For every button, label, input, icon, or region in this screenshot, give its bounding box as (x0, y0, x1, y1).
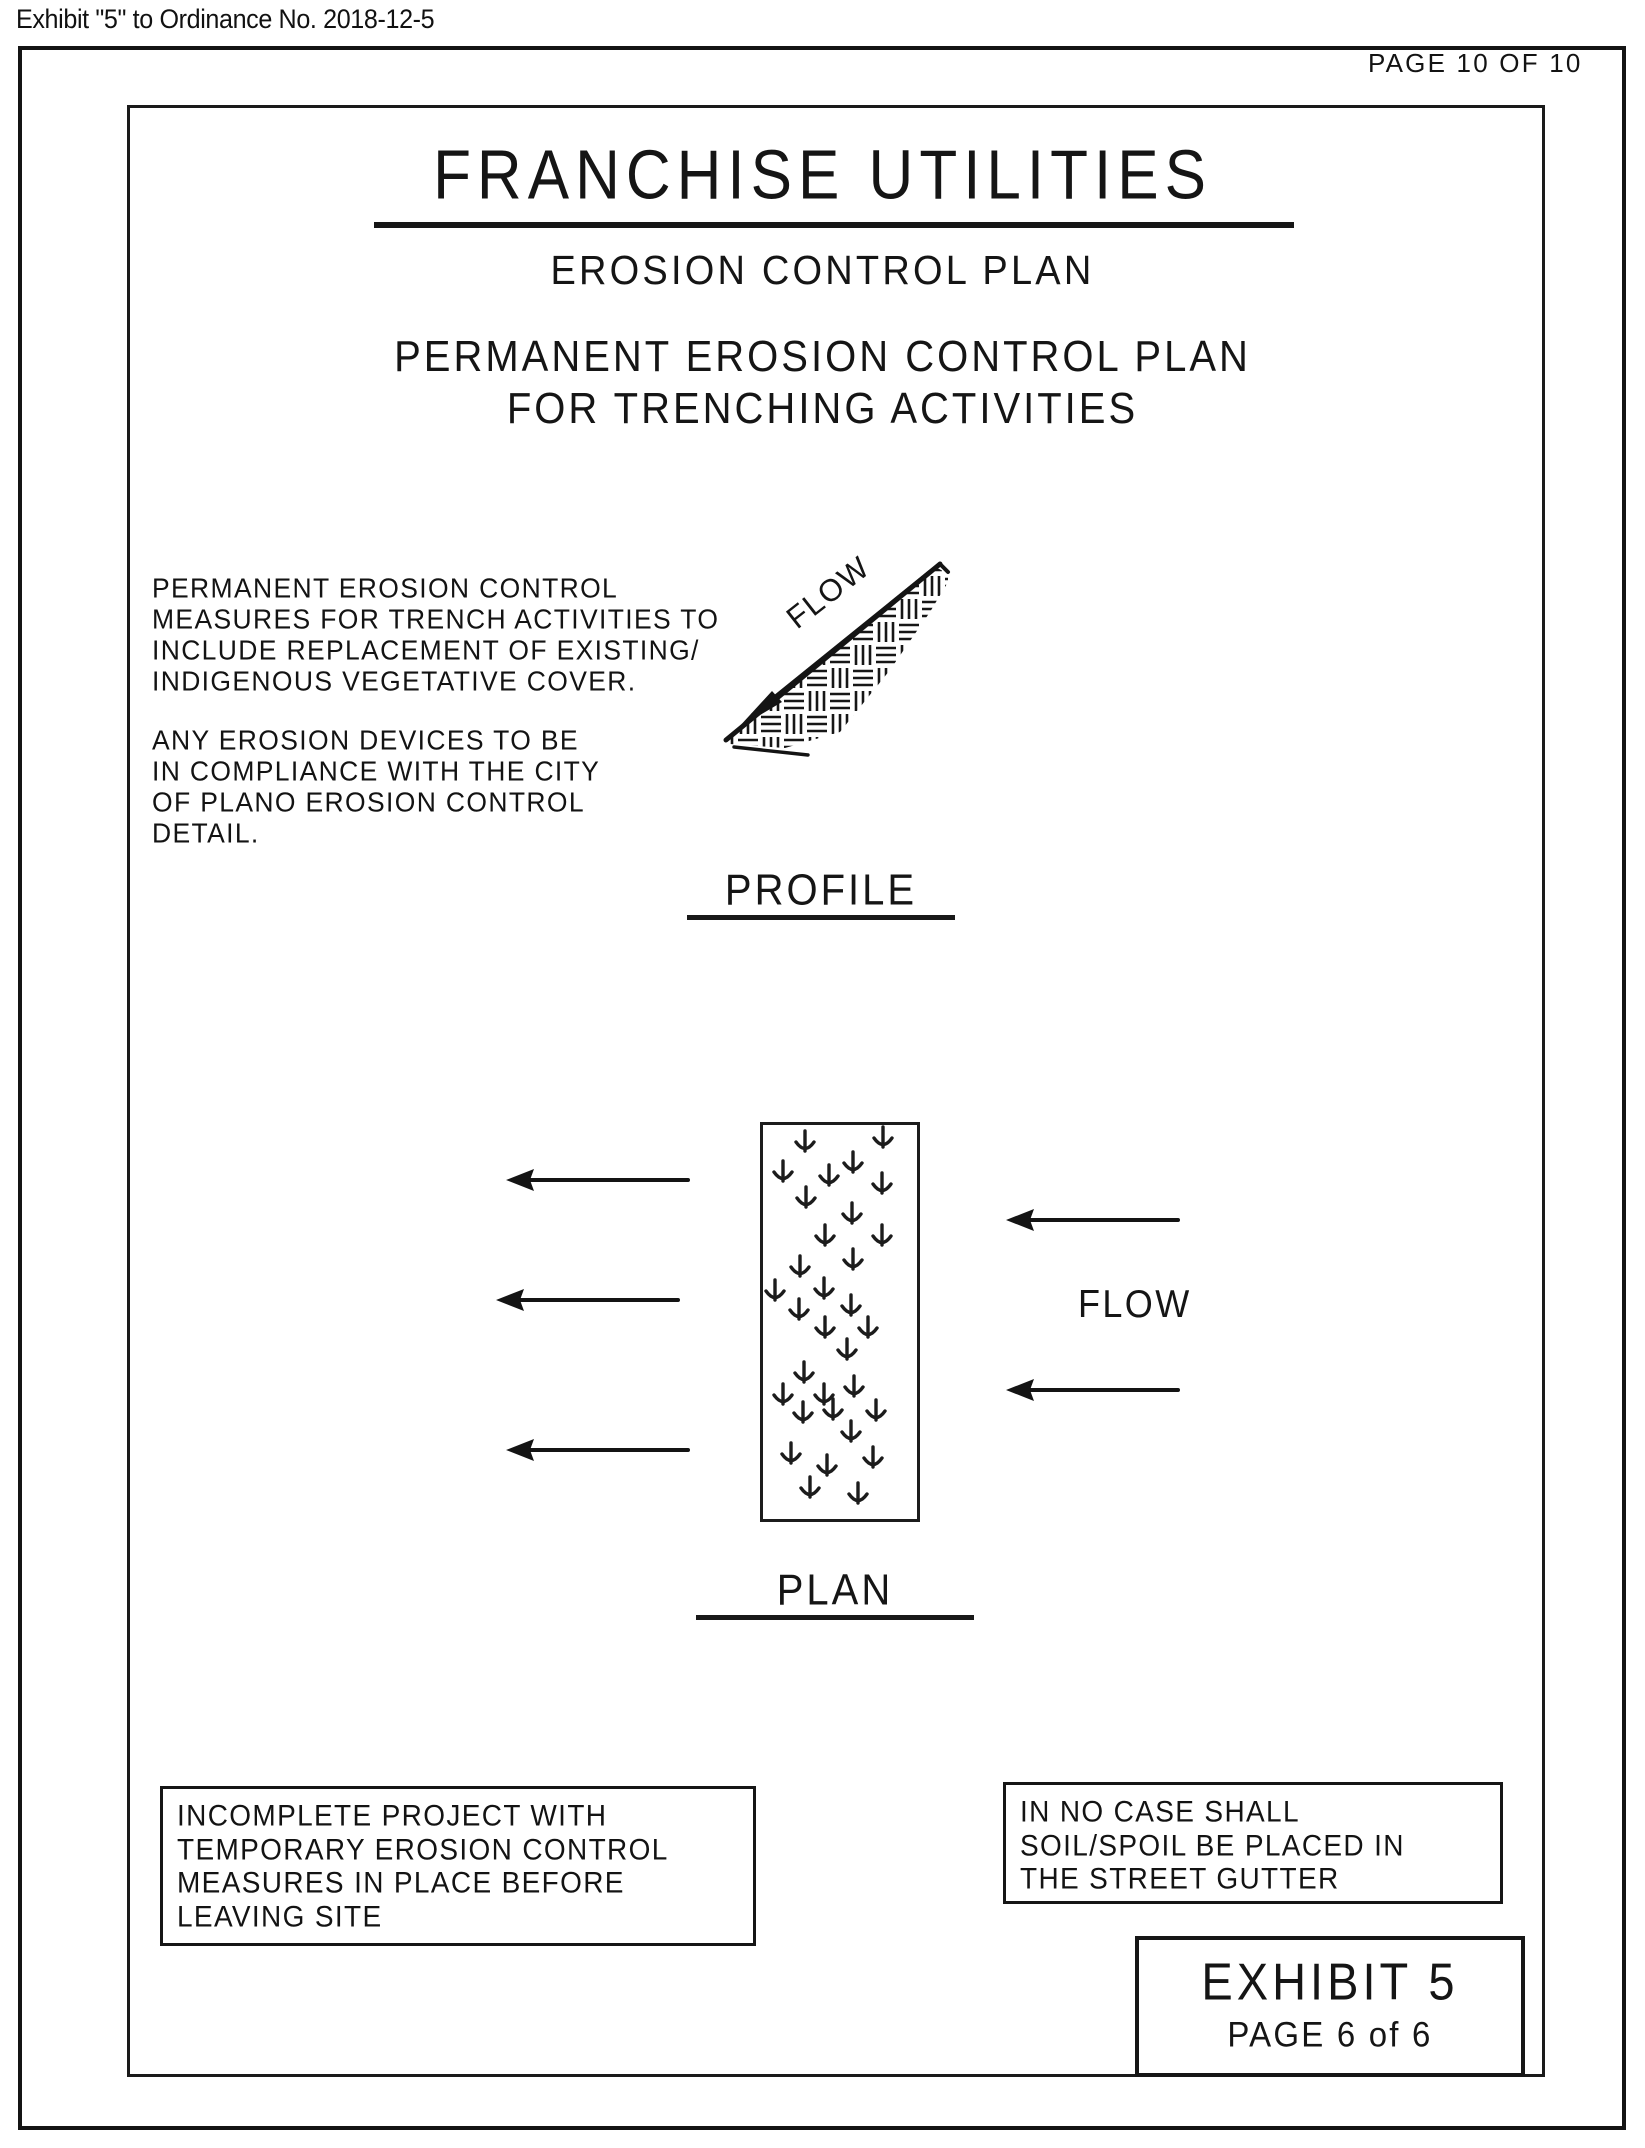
profile-detail-drawing: FLOW (690, 552, 1020, 852)
vegetation-symbol (813, 1382, 835, 1406)
vegetation-symbol (764, 1278, 786, 1302)
outer-page-border (18, 46, 1626, 2130)
vegetation-symbol (795, 1185, 817, 1209)
profile-view-label: PROFILE (724, 865, 918, 915)
note-line: OF PLANO EROSION CONTROL (152, 786, 585, 818)
vegetation-symbol (862, 1445, 884, 1469)
vegetation-symbol (792, 1400, 814, 1424)
note-box-line: IN NO CASE SHALL (1020, 1795, 1300, 1828)
vegetation-symbol (794, 1129, 816, 1153)
plan-vegetation-symbols-svg (764, 1125, 894, 1505)
flow-arrow-left-middle (496, 1289, 680, 1311)
note-line: DETAIL. (152, 817, 260, 849)
vegetation-symbol (865, 1398, 887, 1422)
page-title: FRANCHISE UTILITIES (433, 136, 1212, 215)
general-notes-block: PERMANENT EROSION CONTROL MEASURES FOR T… (152, 572, 772, 849)
flow-label-plan: FLOW (1078, 1281, 1192, 1326)
vegetation-symbol (780, 1441, 802, 1465)
note-paragraph: ANY EROSION DEVICES TO BE IN COMPLIANCE … (152, 724, 772, 849)
vegetation-symbol (842, 1247, 864, 1271)
note-box-line: THE STREET GUTTER (1020, 1862, 1340, 1895)
vegetation-symbol (840, 1419, 862, 1443)
note-paragraph: PERMANENT EROSION CONTROL MEASURES FOR T… (152, 572, 772, 697)
plan-vegetated-strip (760, 1122, 920, 1522)
note-box-street-gutter: IN NO CASE SHALL SOIL/SPOIL BE PLACED IN… (1003, 1782, 1503, 1904)
profile-label-underline (687, 915, 955, 920)
note-box-line: SOIL/SPOIL BE PLACED IN (1020, 1828, 1405, 1862)
vegetation-symbol (857, 1315, 879, 1339)
vegetation-symbol (818, 1163, 840, 1187)
vegetation-symbol (789, 1254, 811, 1278)
note-box-line: LEAVING SITE (177, 1899, 383, 1933)
vegetation-symbol (836, 1337, 858, 1361)
note-line: ANY EROSION DEVICES TO BE (152, 724, 579, 756)
vegetation-symbol (843, 1374, 865, 1398)
note-line: MEASURES FOR TRENCH ACTIVITIES TO (152, 603, 720, 635)
vegetation-symbol (793, 1360, 815, 1384)
vegetation-symbol (814, 1223, 836, 1247)
vegetative-cover-hatch (728, 566, 948, 748)
slope-toe-line (732, 745, 810, 757)
vegetation-symbol (871, 1171, 893, 1195)
slope-ground-tail (938, 562, 950, 574)
vegetation-symbol (772, 1382, 794, 1406)
vegetation-symbol (799, 1475, 821, 1499)
note-box-line: INCOMPLETE PROJECT WITH (177, 1799, 608, 1832)
vegetation-symbol (813, 1276, 835, 1300)
profile-view-label-group: PROFILE (676, 865, 966, 920)
vegetation-symbol (872, 1125, 894, 1149)
plan-view-label-group: PLAN (690, 1565, 980, 1620)
plan-label-underline (696, 1615, 974, 1620)
note-line: INCLUDE REPLACEMENT OF EXISTING/ (152, 634, 700, 666)
note-box-line: TEMPORARY EROSION CONTROL (177, 1832, 669, 1866)
note-box-line: MEASURES IN PLACE BEFORE (177, 1866, 625, 1899)
page-count-label: PAGE 10 OF 10 (1368, 48, 1583, 78)
subtitle-erosion-control-plan: EROSION CONTROL PLAN (550, 248, 1095, 294)
profile-slope-svg: FLOW (723, 552, 950, 757)
exhibit-ordinance-stamp: Exhibit "5" to Ordinance No. 2018-12-5 (16, 4, 435, 34)
flow-arrow-left-bottom (506, 1439, 690, 1461)
vegetation-symbol (847, 1481, 869, 1505)
flow-arrow-right-top (1006, 1209, 1180, 1231)
flow-arrow-profile (738, 569, 933, 728)
vegetation-symbol (814, 1315, 836, 1339)
vegetation-symbol (871, 1223, 893, 1247)
exhibit-page-label: PAGE 6 of 6 (1227, 2014, 1433, 2055)
note-line: IN COMPLIANCE WITH THE CITY (152, 755, 601, 787)
vegetation-symbol (816, 1453, 838, 1477)
subtitle-permanent-plan-line2: FOR TRENCHING ACTIVITIES (506, 385, 1139, 433)
inner-drawing-border (127, 105, 1545, 2077)
plan-view-label: PLAN (776, 1565, 894, 1615)
subtitle-permanent-plan-line1: PERMANENT EROSION CONTROL PLAN (394, 333, 1251, 381)
vegetation-symbol (788, 1297, 810, 1321)
exhibit-number-label: EXHIBIT 5 (1201, 1952, 1459, 2011)
flow-arrow-left-top (506, 1169, 690, 1191)
vegetation-symbol (841, 1201, 863, 1225)
vegetation-symbol (772, 1159, 794, 1183)
flow-arrow-right-bottom (1006, 1379, 1180, 1401)
vegetation-symbol (842, 1150, 864, 1174)
note-box-incomplete-project: INCOMPLETE PROJECT WITH TEMPORARY EROSIO… (160, 1786, 756, 1946)
title-divider-rule (374, 222, 1294, 228)
exhibit-title-block: EXHIBIT 5 PAGE 6 of 6 (1135, 1936, 1525, 2077)
vegetation-symbol (840, 1293, 862, 1317)
note-line: PERMANENT EROSION CONTROL (152, 572, 619, 604)
flow-label-profile: FLOW (780, 552, 877, 636)
note-line: INDIGENOUS VEGETATIVE COVER. (152, 665, 637, 697)
vegetation-symbol (822, 1397, 844, 1421)
